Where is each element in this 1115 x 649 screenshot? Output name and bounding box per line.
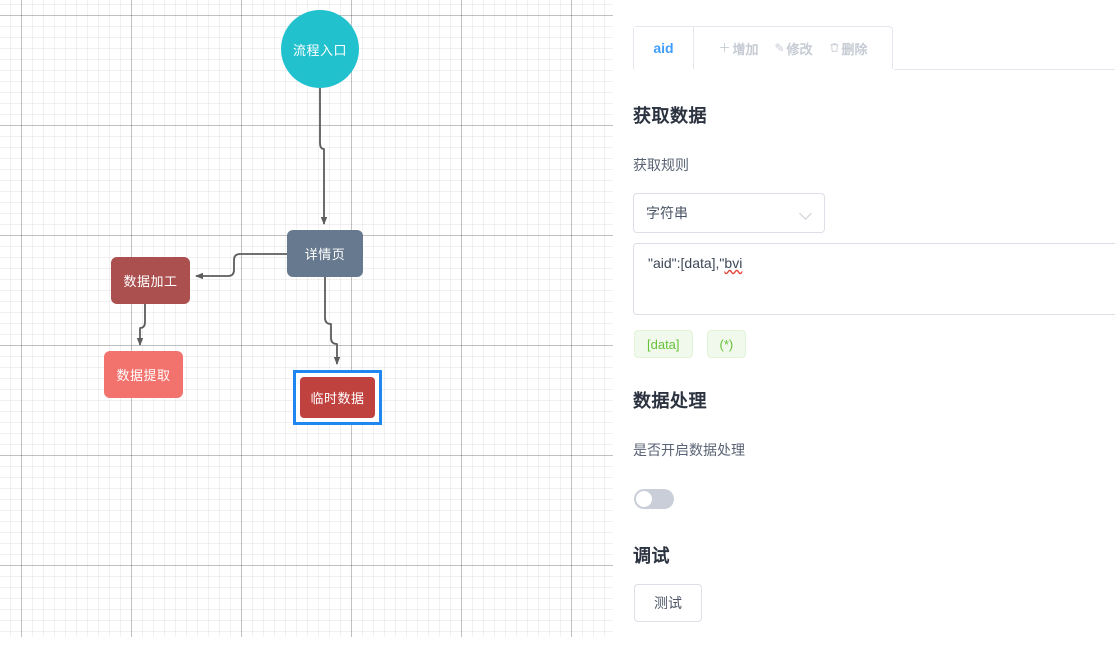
section-title-debug: 调试 [633,546,670,566]
tab-actions: ＋ 增加 ✎ 修改 删除 [694,27,892,69]
chip-wildcard-token[interactable]: (*) [706,330,747,358]
fetch-expression-misspelled: bvi [724,255,743,271]
edge-start-detail [319,88,328,225]
flow-node-process[interactable]: 数据加工 [111,257,190,304]
edge-process-extract [136,304,146,346]
chevron-down-icon [800,207,812,219]
tab-action-add[interactable]: ＋ 增加 [718,39,758,58]
tab-aid-label: aid [653,40,674,56]
properties-panel: aid ＋ 增加 ✎ 修改 删除 [633,0,1115,649]
section-title-fetch: 获取数据 [633,106,707,126]
flow-node-start-label: 流程入口 [292,42,347,58]
flow-node-detail-label: 详情页 [304,247,346,262]
panel-tabs: aid ＋ 增加 ✎ 修改 删除 [633,26,1115,70]
flow-node-process-label: 数据加工 [123,274,178,289]
test-button-label: 测试 [654,595,682,611]
tab-action-add-label: 增加 [732,41,759,57]
fetch-rule-select[interactable]: 字符串 [633,193,825,233]
tab-action-delete[interactable]: 删除 [829,39,868,58]
fetch-rule-select-value: 字符串 [646,205,688,221]
section-title-processing: 数据处理 [633,391,707,411]
flow-node-extract[interactable]: 数据提取 [104,351,183,398]
pencil-icon: ✎ [774,41,785,55]
plus-icon: ＋ [718,41,731,55]
edge-detail-process [195,253,287,280]
flow-node-start[interactable]: 流程入口 [281,10,359,88]
flow-edges [136,88,341,365]
tab-action-edit[interactable]: ✎ 修改 [774,39,812,58]
fetch-expression-textarea[interactable]: "aid":[data],"bvi [633,243,1115,315]
toggle-knob [636,491,652,507]
processing-enable-toggle[interactable] [634,489,674,509]
processing-toggle-label: 是否开启数据处理 [633,442,745,458]
fetch-token-chips: [data] (*) [634,330,747,358]
test-button[interactable]: 测试 [634,584,702,622]
edge-detail-temp [324,277,341,365]
chip-data-token[interactable]: [data] [634,330,693,358]
trash-icon [829,42,840,55]
tab-action-edit-label: 修改 [786,41,813,57]
flow-canvas[interactable]: 流程入口 详情页 数据加工 数据提取 临时数据 [0,0,613,637]
flow-node-temp-selection[interactable]: 临时数据 [293,370,382,425]
fetch-rule-label: 获取规则 [633,157,689,173]
fetch-expression-text: "aid":[data]," [648,255,725,271]
tab-action-delete-label: 删除 [841,41,868,57]
flow-node-temp[interactable]: 临时数据 [300,377,375,418]
flow-node-detail[interactable]: 详情页 [287,230,363,277]
flow-node-temp-label: 临时数据 [310,391,365,406]
tab-aid[interactable]: aid [634,27,694,69]
flow-node-extract-label: 数据提取 [116,368,171,383]
